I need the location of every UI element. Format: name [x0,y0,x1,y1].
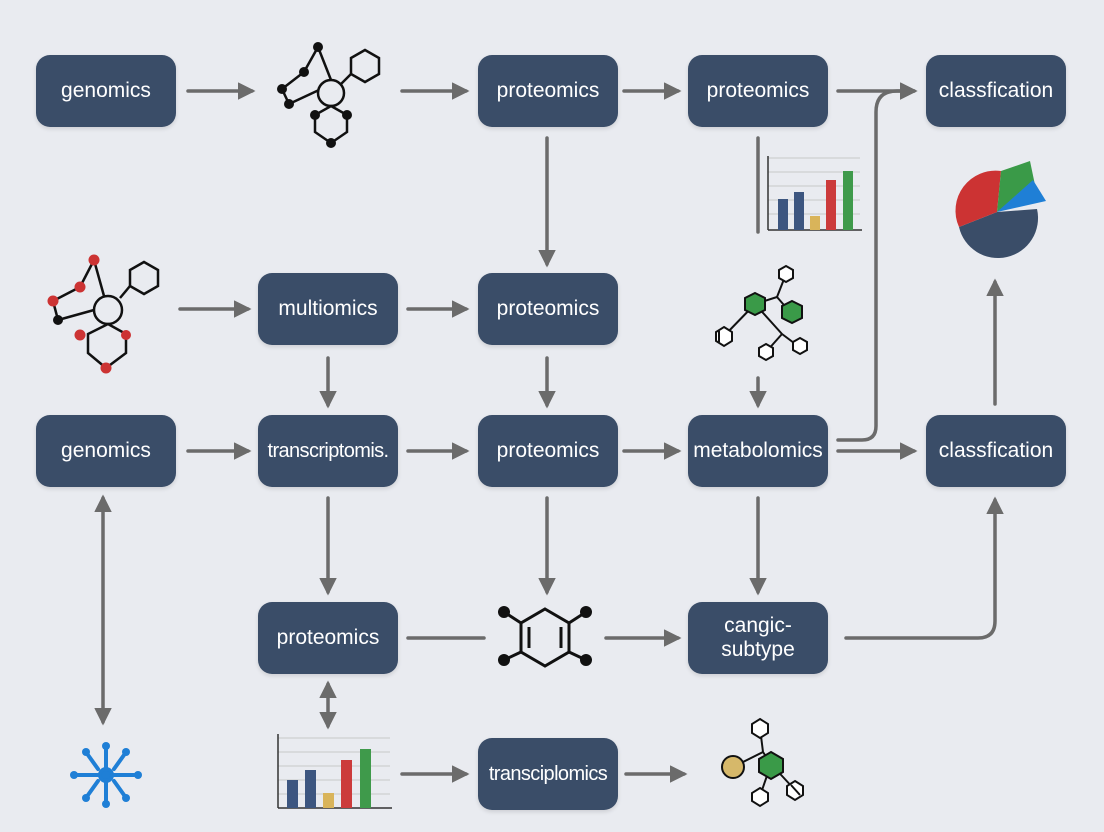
benzene-icon [498,606,592,668]
node-multiomics[interactable]: multiomics [258,273,398,345]
network-blue-icon [70,742,142,808]
pie-chart-icon [955,161,1046,259]
network-molecule-small-icon [721,717,804,808]
bar-chart-small-icon [277,734,392,809]
molecule-red-icon [47,254,160,374]
connectors [94,82,1004,783]
bar-chart-icon [767,156,862,231]
node-proteomics-center[interactable]: proteomics [478,415,618,487]
node-classification-mid[interactable]: classfication [926,415,1066,487]
node-transciplomics[interactable]: transciplomics [478,738,618,810]
node-proteomics-top[interactable]: proteomics [478,55,618,127]
molecule-icon [277,42,381,148]
node-cangic-subtype[interactable]: cangic- subtype [688,602,828,674]
network-molecule-icon [715,264,808,362]
node-proteomics-lower[interactable]: proteomics [258,602,398,674]
node-classification-top[interactable]: classfication [926,55,1066,127]
node-proteomics-top-right[interactable]: proteomics [688,55,828,127]
node-metabolomics[interactable]: metabolomics [688,415,828,487]
arrow-metabolomics-up-to-classification [836,82,918,442]
node-genomics-mid[interactable]: genomics [36,415,176,487]
node-proteomics-mid[interactable]: proteomics [478,273,618,345]
node-transcriptomis[interactable]: transcriptomis. [258,415,398,487]
node-genomics-top[interactable]: genomics [36,55,176,127]
arrow-subtype-to-classification [844,496,1004,640]
